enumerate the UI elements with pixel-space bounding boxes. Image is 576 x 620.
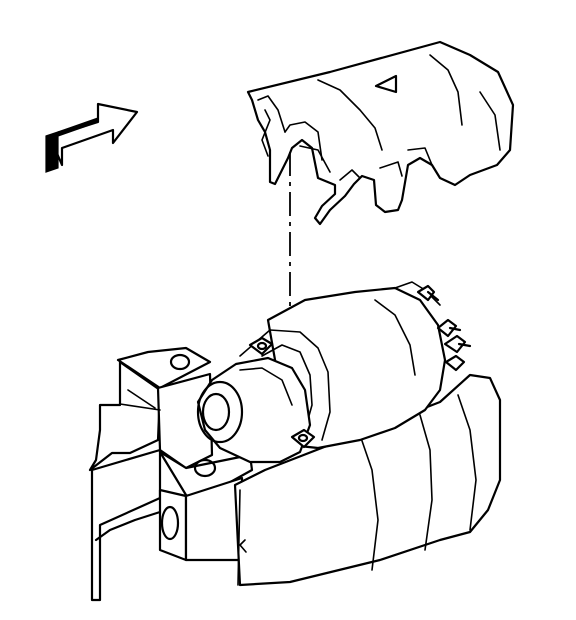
- terminal-studs: [416, 284, 472, 372]
- drive-end-housing: [196, 356, 312, 464]
- mounting-bolt: [248, 336, 316, 449]
- wire-lead: [94, 510, 162, 542]
- engine-block: [88, 346, 254, 602]
- direction-arrow-icon: [45, 102, 139, 173]
- solenoid: [239, 281, 447, 450]
- starter-motor: [233, 373, 502, 587]
- heat-shield: [246, 40, 515, 226]
